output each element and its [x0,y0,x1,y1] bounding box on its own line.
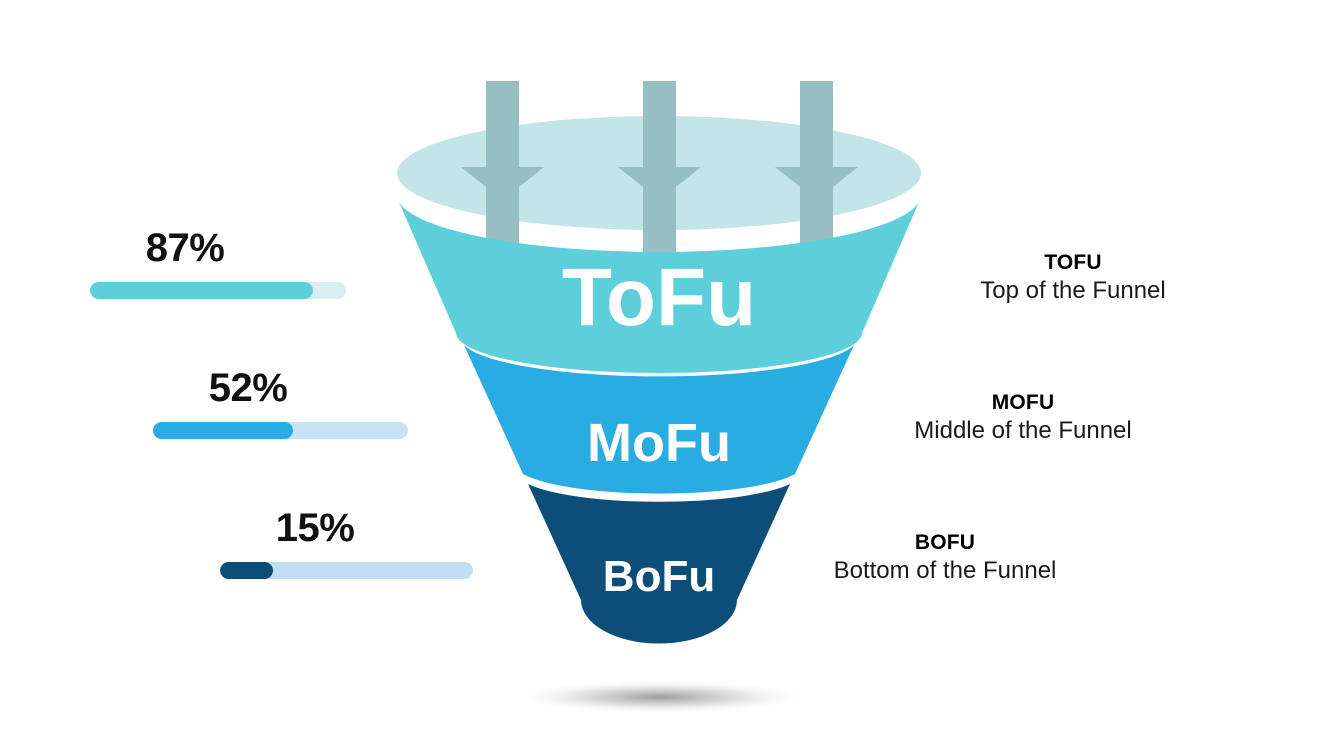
inflow-arrow-3 [775,81,858,272]
legend-code-mofu: MOFU [991,391,1055,414]
metric-value-tofu: 87% [145,226,225,270]
inflow-arrows [461,81,858,272]
funnel-label-mofu: MoFu [587,413,731,473]
metric-track-bofu [220,562,473,579]
metric-value-wrap-mofu: 52% [153,368,408,422]
legend-code-bofu: BOFU [914,531,976,554]
inflow-arrow-2 [618,81,701,272]
funnel-segment-tofu [399,202,919,373]
legend-desc-bofu: Bottom of the Funnel [833,556,1057,584]
legend-item-mofu: MOFU Middle of the Funnel [843,390,1203,445]
legend-code-tofu: TOFU [1044,251,1102,274]
legend-item-bofu: BOFU Bottom of the Funnel [765,530,1125,585]
metric-track-tofu [90,282,346,299]
metric-mofu: 52% [153,368,408,439]
legend-desc-mofu: Middle of the Funnel [914,416,1132,444]
funnel-segment-mofu [464,345,854,494]
metric-value-wrap-bofu: 15% [220,508,473,562]
metric-value-wrap-tofu: 87% [90,228,346,282]
metric-value-mofu: 52% [208,366,288,410]
metric-fill-mofu [153,422,294,439]
funnel-segment-bofu [528,484,790,644]
metric-track-mofu [153,422,408,439]
legend-item-tofu: TOFU Top of the Funnel [893,250,1253,305]
funnel-drop-shadow [510,680,810,714]
metric-bofu: 15% [220,508,473,579]
funnel-label-bofu: BoFu [603,552,715,601]
metric-tofu: 87% [90,228,346,299]
metric-fill-tofu [90,282,313,299]
metric-fill-bofu [220,562,274,579]
legend-desc-tofu: Top of the Funnel [980,276,1166,304]
funnel-label-tofu: ToFu [562,252,756,343]
metric-value-bofu: 15% [275,506,355,550]
